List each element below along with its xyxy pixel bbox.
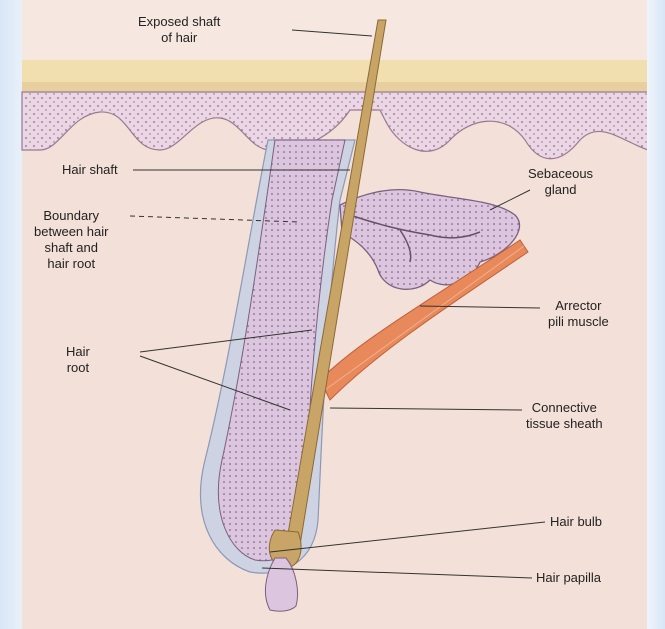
label-hair-root: Hair root	[66, 344, 90, 376]
label-hair-bulb: Hair bulb	[550, 514, 602, 530]
label-hair-shaft: Hair shaft	[62, 162, 118, 178]
epidermis-line	[22, 82, 648, 92]
label-connective-tissue: Connective tissue sheath	[526, 400, 603, 432]
epidermis-outer	[22, 60, 648, 82]
label-arrector-pili: Arrector pili muscle	[548, 298, 609, 330]
label-sebaceous-gland: Sebaceous gland	[528, 166, 593, 198]
slide-right-border	[647, 0, 665, 629]
label-hair-papilla: Hair papilla	[536, 570, 601, 586]
label-exposed-shaft: Exposed shaft of hair	[138, 14, 220, 46]
label-boundary: Boundary between hair shaft and hair roo…	[34, 208, 108, 272]
